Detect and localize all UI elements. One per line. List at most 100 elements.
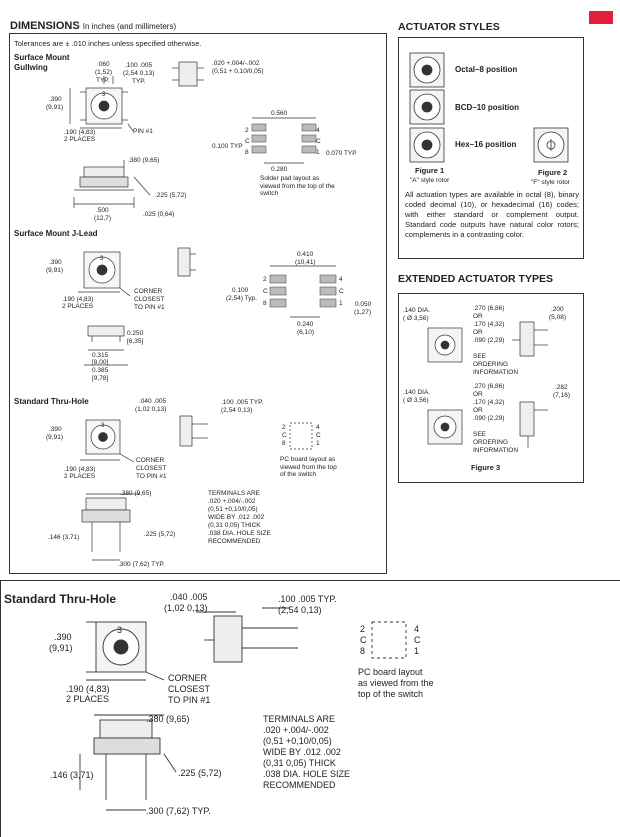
jl-dim-250: 0.250 (127, 330, 144, 337)
gw-dim-390: .390 (49, 96, 62, 103)
ths-corner2: CLOSEST (136, 465, 167, 472)
dimensions-title: DIMENSIONS In inches (and millimeters) (10, 20, 177, 32)
ths-dim-300: .300 (7,62) TYP. (118, 561, 165, 568)
ext-b-170: .170 (4,32) (473, 399, 505, 406)
svg-text:3: 3 (100, 256, 104, 262)
figure2-label: Figure 2 (538, 168, 568, 177)
gw-pin1: PIN #1 (133, 128, 153, 135)
jlead-heading: Surface Mount J-Lead (14, 229, 98, 238)
ext-a-or1: OR (473, 313, 483, 320)
dimensions-box (9, 33, 387, 574)
ths-term-0: TERMINALS ARE (208, 490, 261, 497)
jl-dim-385: 0.385 (92, 367, 109, 374)
figure1-label: Figure 1 (415, 166, 445, 175)
jl-dim-315-mm: [8,00] (92, 359, 109, 366)
gw-dim-060-mm: (1,52) (95, 69, 112, 76)
gw-pad-bottom: 0.280 (271, 166, 288, 173)
jl-corner2: CLOSEST (134, 296, 165, 303)
actuator-styles-title: ACTUATOR STYLES (398, 21, 500, 33)
tolerance-note: Tolerances are ± .010 inches unless spec… (14, 39, 202, 48)
gw-pad-right-1: C (316, 138, 321, 145)
gw-dim-380: .380 (9,65) (128, 157, 160, 164)
svg-text:3: 3 (101, 423, 105, 429)
ext-a-090: .090 (2,29) (473, 337, 505, 344)
ext-a-270: .270 (6,86) (473, 305, 505, 312)
gw-dim-100-mm: (2,54 0,13) (123, 70, 155, 77)
jl-pad-right-2: 1 (339, 300, 343, 307)
jl-dim-385-mm: [9,78] (92, 375, 109, 382)
lg-dim-100-mm: (2,54 0,13) (278, 605, 322, 615)
gw-dim-060-typ: TYP. (96, 77, 110, 84)
jl-pad-right-0: 4 (339, 276, 343, 283)
ths-pcb-left-2: 8 (282, 440, 286, 447)
gw-pad-typ-right: 0.070 TYP (326, 150, 357, 157)
lg-pcb-left-2: 8 (360, 646, 366, 656)
large-section-border (0, 580, 620, 837)
ext-b-270: .270 (6,86) (473, 383, 505, 390)
ext-b-dia-mm: ( Ø 3,56) (403, 397, 429, 404)
ths-dim-390-mm: (9,91) (46, 434, 63, 441)
ext-b-dia: .140 DIA. (403, 389, 431, 396)
large-section-left-border (0, 580, 1, 837)
gw-dim-020-mm: (0,51 + 0,10/0,05) (212, 68, 264, 75)
jl-pad-right-mm: (1,27) (354, 309, 371, 316)
lg-corner1: CORNER (168, 673, 208, 683)
ths-pcb-right-1: C (316, 432, 321, 439)
ths-places: 2 PLACES (64, 473, 96, 480)
jl-pad-left: 0.100 (232, 287, 249, 294)
lg-pcb3: top of the switch (358, 689, 424, 699)
lg-dim-390: .390 (54, 632, 72, 642)
ths-corner3: TO PIN #1 (136, 473, 167, 480)
lg-corner2: CLOSEST (168, 684, 211, 694)
extended-box (398, 293, 584, 483)
lg-dim-190: .190 (4,83) (66, 684, 110, 694)
jl-pad-left-0: 2 (263, 276, 267, 283)
lg-corner3: TO PIN #1 (168, 695, 211, 705)
ths-pcb-right-2: 1 (316, 440, 320, 447)
jl-dim-390-mm: (9,91) (46, 267, 63, 274)
lg-pcb-left-1: C (360, 635, 367, 645)
ext-a-170: .170 (4,32) (473, 321, 505, 328)
jl-dim-315: 0.315 (92, 352, 109, 359)
ext-b-090: .090 (2,29) (473, 415, 505, 422)
thruhole-small-heading: Standard Thru-Hole (14, 397, 89, 406)
gw-pad-right-0: 4 (316, 127, 320, 134)
ths-dim-190: .190 (4,83) (64, 466, 96, 473)
gw-dim-190: .190 (4,83) (64, 129, 96, 136)
jl-pad-left-1: C (263, 288, 268, 295)
ths-dim-380: .380 (9,65) (120, 490, 152, 497)
gw-pad-note: Solder pad layout as viewed from the top… (260, 175, 335, 197)
lg-term-6: RECOMMENDED (263, 780, 336, 790)
ext-a-200-mm: (5,08) (549, 314, 566, 321)
svg-text:3: 3 (117, 625, 122, 635)
gw-pad-right-2: 1 (316, 149, 320, 156)
gw-pad-top: 0.560 (271, 110, 288, 117)
gullwing-heading-1: Surface Mount (14, 53, 70, 62)
ths-pcb-left-0: 2 (282, 424, 286, 431)
jl-corner1: CORNER (134, 288, 163, 295)
ext-a-or2: OR (473, 329, 483, 336)
ths-dim-040-mm: (1,02 0,13) (135, 406, 167, 413)
jl-pad-top: 0.410 (297, 251, 314, 258)
gw-dim-025: .025 (0,64) (143, 211, 175, 218)
ext-b-or2: OR (473, 407, 483, 414)
ths-dim-390: .390 (49, 426, 62, 433)
gw-pad-left-2: 8 (245, 149, 249, 156)
lg-term-0: TERMINALS ARE (263, 714, 336, 724)
lg-dim-040-mm: (1,02 0,13) (164, 603, 208, 613)
ths-corner1: CORNER (136, 457, 165, 464)
ths-term-6: RECOMMENDED (208, 538, 261, 545)
gw-dim-500-mm: (12,7) (94, 215, 111, 222)
ths-term-4: (0,31 0,05) THICK (208, 522, 261, 529)
lg-dim-390-mm: (9,91) (49, 643, 73, 653)
lg-term-2: (0,51 +0,10/0,05) (263, 736, 332, 746)
lg-pcb-right-1: C (414, 635, 421, 645)
svg-text:3: 3 (102, 92, 106, 98)
jl-pad-top-mm: (10,41) (295, 259, 316, 266)
ext-b-see2: ORDERING (473, 439, 509, 446)
bcd-label: BCD–10 position (455, 103, 520, 112)
gw-dim-500: .500 (96, 207, 109, 214)
